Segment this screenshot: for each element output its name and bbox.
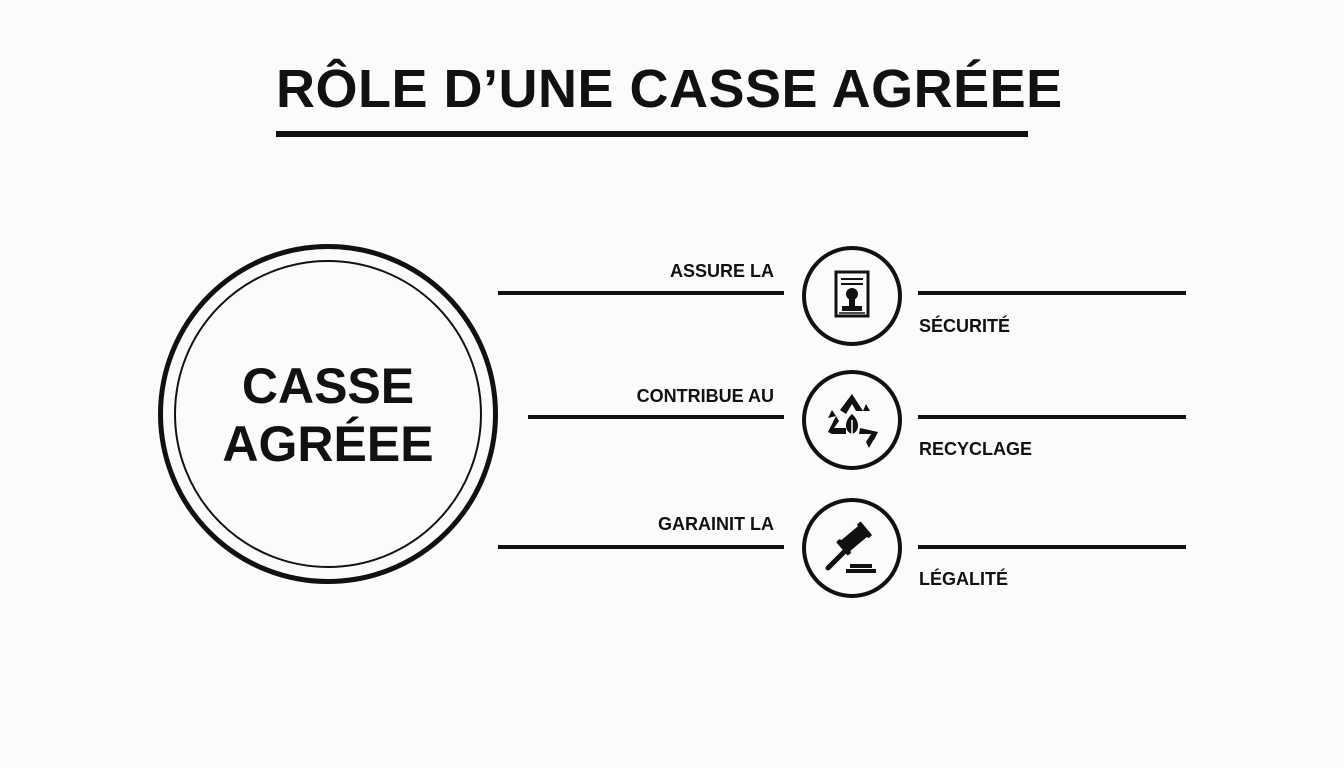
connector-right xyxy=(918,291,1186,295)
branch-lead: ASSURE LA xyxy=(669,261,774,281)
title-underline xyxy=(276,131,1028,137)
connector-left xyxy=(528,415,784,419)
icon-circle xyxy=(802,246,902,346)
branch-value: SÉCURITÉ xyxy=(919,316,1011,336)
connector-right xyxy=(918,415,1186,419)
branch-lead: GARAINIT LA xyxy=(658,514,774,534)
connector-left xyxy=(498,545,784,549)
hub-label: CASSE AGRÉEE xyxy=(163,357,493,473)
connector-left xyxy=(498,291,784,295)
branch-value: LÉGALITÉ xyxy=(919,569,1008,589)
branch-lead: CONTRIBUE AU xyxy=(636,386,774,406)
recycle-leaf-icon xyxy=(828,394,878,448)
page-title: RÔLE D’UNE CASSE AGRÉEE xyxy=(276,59,1063,119)
hub-label-line1: CASSE xyxy=(241,358,415,414)
hub-label-line2: AGRÉEE xyxy=(222,416,434,472)
hub-circle: CASSE AGRÉEE xyxy=(158,244,498,584)
icon-circle xyxy=(802,498,902,598)
certificate-stamp-icon xyxy=(834,270,870,318)
hub-inner-ring xyxy=(174,260,482,568)
branch-value: RECYCLAGE xyxy=(919,439,1033,459)
icon-circle xyxy=(802,370,902,470)
gavel-icon xyxy=(825,521,876,573)
connector-right xyxy=(918,545,1186,549)
